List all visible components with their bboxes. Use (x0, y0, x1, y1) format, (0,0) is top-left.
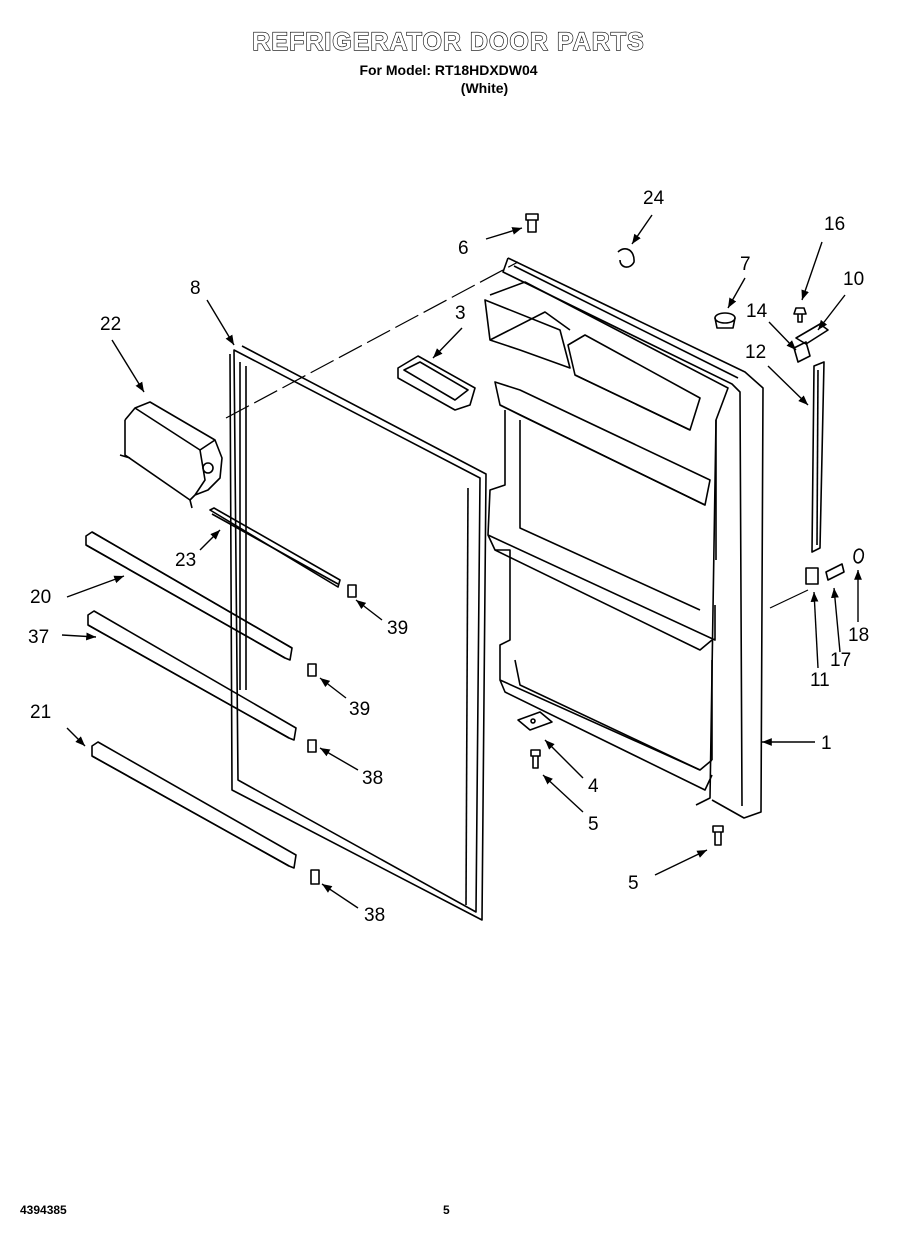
hole-plug-6 (525, 213, 539, 233)
leader-12 (767, 365, 809, 406)
callout-18: 18 (848, 625, 869, 646)
leader-14 (768, 321, 797, 351)
leader-11 (810, 591, 819, 669)
callout-7: 7 (740, 254, 751, 275)
diagram-title: REFRIGERATOR DOOR PARTS (252, 27, 645, 56)
leader-22 (111, 339, 145, 393)
trim-rail-23 (209, 507, 341, 588)
leader-39b (319, 677, 347, 699)
leader-17 (831, 587, 841, 653)
alignment-line (225, 261, 519, 419)
callout-5-b: 5 (628, 873, 639, 894)
callout-22: 22 (100, 314, 121, 335)
leader-39a (355, 599, 383, 621)
door-gasket (229, 345, 487, 921)
end-cap-39-b (307, 663, 317, 677)
callout-16: 16 (824, 214, 845, 235)
hinge-14 (793, 341, 811, 363)
hinge-4 (517, 711, 553, 731)
hole-plug-7 (714, 312, 736, 329)
dairy-door (119, 401, 223, 509)
callout-10: 10 (843, 269, 864, 290)
callout-12: 12 (745, 342, 766, 363)
screw-5-b (712, 825, 724, 846)
callout-23: 23 (175, 550, 196, 571)
clip-24 (617, 248, 635, 268)
callout-21: 21 (30, 702, 51, 723)
end-cap-38-b (310, 869, 320, 885)
end-cap-38-a (307, 739, 317, 753)
butter-tray (397, 355, 476, 411)
callout-39-a: 39 (387, 618, 408, 639)
trim-rail-37 (87, 610, 297, 741)
washer-18 (853, 548, 865, 564)
screw-5-a (530, 749, 541, 769)
callout-6: 6 (458, 238, 469, 259)
leader-38a (319, 747, 359, 771)
callout-4: 4 (588, 776, 599, 797)
leader-16 (801, 241, 823, 301)
hinge-11 (805, 567, 819, 585)
hinge-screw-16 (793, 307, 807, 323)
page-number: 5 (443, 1203, 450, 1217)
color-line: (White) (460, 80, 509, 96)
trim-rail-21 (91, 741, 297, 869)
leader-7 (727, 277, 746, 309)
leader-3 (432, 327, 463, 359)
callout-38-b: 38 (364, 905, 385, 926)
trim-rail-20 (85, 531, 293, 661)
leader-20 (66, 575, 125, 598)
leader-4 (544, 739, 584, 779)
leader-10 (817, 294, 846, 331)
leader-24 (631, 214, 653, 245)
leader-38b (321, 883, 359, 909)
callout-3: 3 (455, 303, 466, 324)
callout-1: 1 (821, 733, 832, 754)
callout-17: 17 (830, 650, 851, 671)
callout-5-a: 5 (588, 814, 599, 835)
leader-21 (66, 727, 86, 747)
leader-8 (206, 299, 235, 346)
callout-37: 37 (28, 627, 49, 648)
callout-39-b: 39 (349, 699, 370, 720)
door-panel (484, 257, 764, 819)
leader-23 (199, 529, 221, 551)
callout-8: 8 (190, 278, 201, 299)
leader-5b (654, 849, 708, 876)
hinge-pin-17 (825, 563, 845, 581)
callout-14: 14 (746, 301, 768, 322)
callout-11: 11 (810, 670, 830, 691)
document-number: 4394385 (20, 1203, 67, 1217)
model-line: For Model: RT18HDXDW04 (359, 62, 538, 78)
callout-20: 20 (30, 587, 51, 608)
callout-38-a: 38 (362, 768, 383, 789)
leader-6 (485, 227, 523, 240)
door-stop-12 (811, 361, 825, 553)
callout-24: 24 (643, 188, 665, 209)
leader-37 (61, 632, 97, 641)
hinge-leader (769, 589, 809, 609)
end-cap-39-a (347, 584, 357, 598)
hinge-bracket-10 (795, 323, 829, 345)
leader-5a (542, 774, 584, 813)
